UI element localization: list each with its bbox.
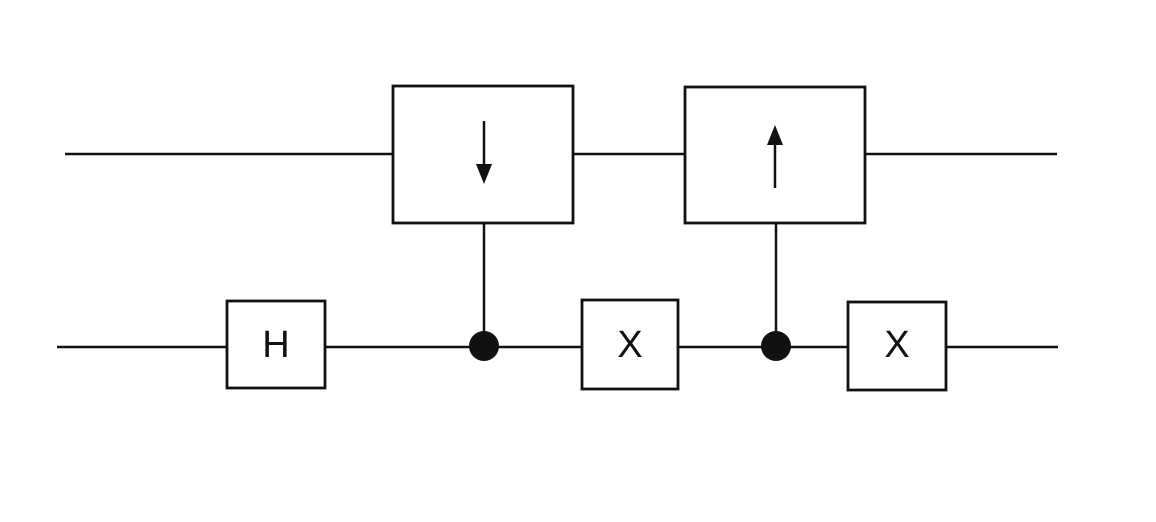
hadamard-gate-label: H — [262, 324, 289, 366]
raising-gate: ↑ — [683, 85, 867, 225]
down-arrow-icon: ↓ — [476, 121, 492, 184]
x-gate-2-label: X — [884, 324, 909, 366]
control-dot-1 — [469, 331, 499, 361]
x-gate-1-label: X — [617, 324, 642, 366]
hadamard-gate-box — [225, 299, 327, 390]
x-gate-2: X — [846, 300, 948, 392]
up-arrow-icon: ↑ — [767, 125, 783, 188]
lowering-gate-box — [391, 84, 575, 225]
lowering-gate: ↓ — [391, 84, 575, 225]
control-dot-2 — [761, 331, 791, 361]
x-gate-1-box — [580, 298, 680, 391]
hadamard-gate: H — [225, 299, 327, 390]
x-gate-1: X — [580, 298, 680, 391]
x-gate-2-box — [846, 300, 948, 392]
